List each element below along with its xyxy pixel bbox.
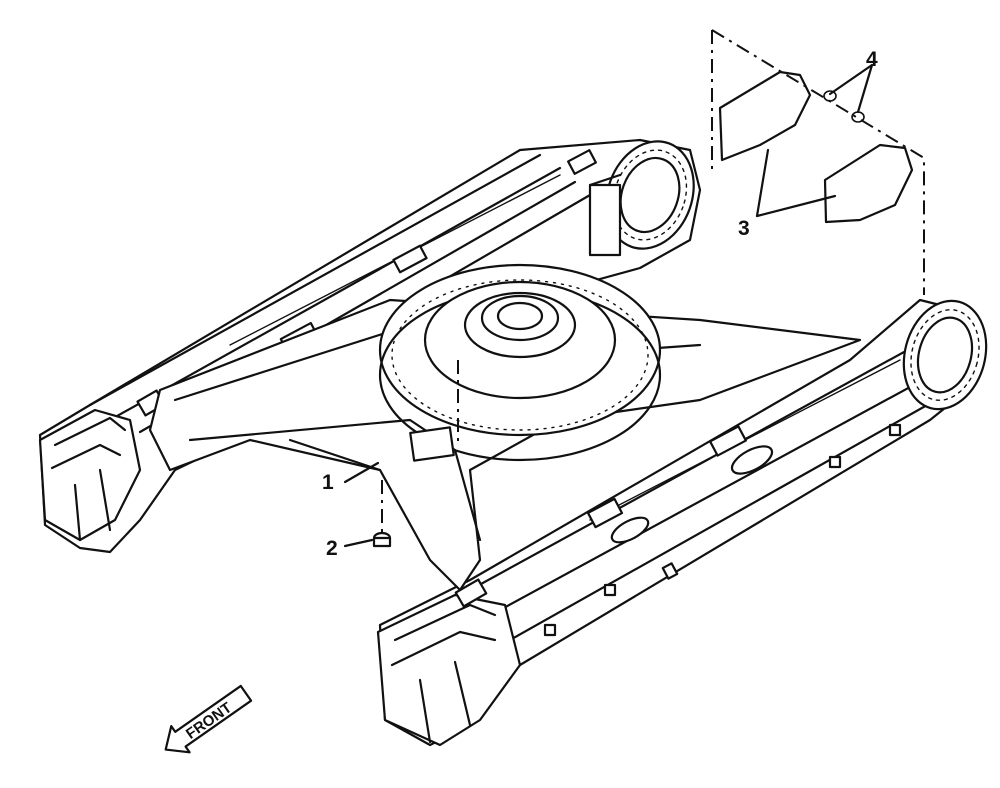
callout-2: 2 [326,537,338,560]
alignment-lines [381,29,925,532]
callout-1: 1 [322,471,334,494]
plug-part [372,531,392,548]
callout-3: 3 [738,217,750,240]
center-body [148,263,862,592]
cover-plates [718,70,914,224]
front-direction-arrow: FRONT [164,684,253,754]
callout-4: 4 [866,48,878,71]
callout-leaders [343,63,874,548]
right-track-frame [376,298,988,747]
